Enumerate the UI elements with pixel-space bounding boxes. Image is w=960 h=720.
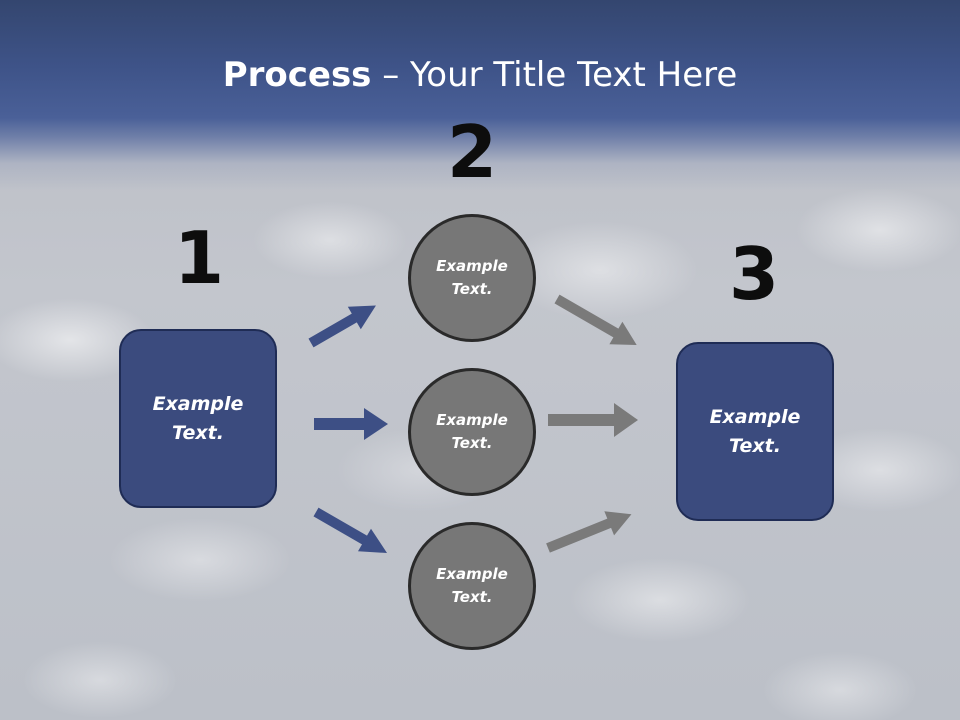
arrow-gray-up — [546, 511, 632, 553]
arrow-blue-down — [313, 507, 388, 553]
left-box-text: Example Text. — [152, 392, 244, 444]
title-bold-part: Process — [222, 55, 372, 95]
title-rest-part: – Your Title Text Here — [371, 55, 738, 95]
circle-bottom-text: Example Text. — [436, 565, 508, 606]
right-process-box: Example Text. — [676, 342, 834, 521]
circle-bottom: Example Text. — [408, 522, 536, 650]
left-process-box: Example Text. — [119, 329, 277, 508]
circle-middle-text: Example Text. — [436, 411, 508, 452]
step-number-2: 2 — [446, 110, 498, 194]
arrow-blue-right — [314, 408, 388, 440]
circle-top-text: Example Text. — [436, 257, 508, 298]
arrow-gray-right — [548, 403, 638, 437]
slide-title: Process – Your Title Text Here — [0, 54, 960, 96]
arrow-blue-up — [308, 305, 376, 348]
arrow-gray-down — [554, 294, 637, 345]
right-box-text: Example Text. — [709, 405, 801, 457]
step-number-1: 1 — [173, 216, 225, 300]
circle-top: Example Text. — [408, 214, 536, 342]
circle-middle: Example Text. — [408, 368, 536, 496]
step-number-3: 3 — [728, 232, 780, 316]
header-band — [0, 0, 960, 190]
